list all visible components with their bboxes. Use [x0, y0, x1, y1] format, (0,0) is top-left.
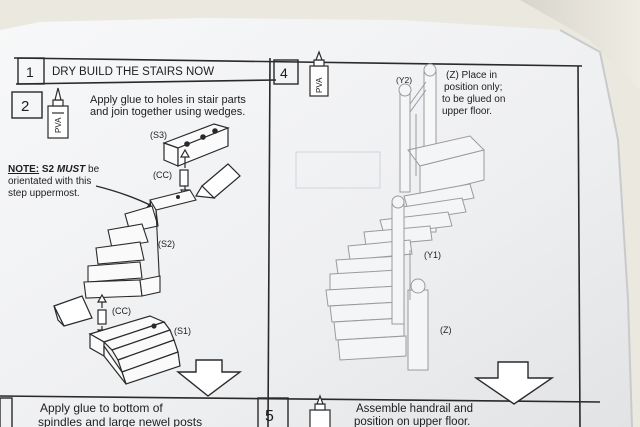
faint-stamp	[295, 151, 381, 189]
note-must: MUST	[57, 164, 86, 175]
wedge-bottom	[53, 295, 93, 327]
number-boxes	[0, 57, 299, 427]
step4-number: 4	[280, 65, 288, 81]
stair-part-s2	[83, 189, 197, 299]
note-prefix: NOTE:	[8, 164, 39, 175]
step2-glue-label: PVA	[54, 117, 63, 133]
background-corner	[520, 0, 640, 90]
label-y2: (Y2)	[396, 75, 412, 85]
dowel-cc-top	[179, 169, 189, 187]
glue-nozzle-icon	[195, 163, 241, 199]
step3-partial-line2: spindles and large newel posts	[38, 415, 202, 427]
label-z: (Z)	[440, 325, 452, 335]
step4-glue-label: PVA	[315, 77, 324, 93]
assembled-staircase	[325, 63, 485, 371]
glue-bottle-icon-step5	[309, 394, 331, 427]
step2-line1: Apply glue to holes in stair parts	[90, 94, 246, 106]
step3-partial-line1: Apply glue to bottom of	[40, 401, 163, 415]
note-arrow	[95, 185, 153, 207]
note-line1: NOTE: S2 MUST be	[8, 164, 100, 175]
next-step-arrow-left	[176, 359, 243, 397]
step1-number: 1	[26, 64, 34, 80]
step5-number: 5	[265, 408, 274, 425]
step4-line1: (Z) Place in	[446, 70, 497, 81]
step2-line2: and join together using wedges.	[90, 106, 245, 118]
note-rest: be	[85, 164, 99, 175]
stair-hole	[176, 195, 180, 199]
step4-line3: to be glued on	[442, 94, 505, 105]
stair-part-s3	[162, 123, 230, 167]
step2-number: 2	[21, 98, 29, 115]
label-cc-bottom: (CC)	[112, 306, 131, 316]
glue-bottle-icon	[47, 87, 69, 139]
step5-line1: Assemble handrail and	[356, 403, 473, 415]
label-s1: (S1)	[174, 326, 191, 336]
step5-line2: position on upper floor.	[354, 416, 470, 427]
step4-line4: upper floor.	[442, 106, 492, 117]
step1-title: DRY BUILD THE STAIRS NOW	[52, 66, 214, 78]
next-step-arrow-right	[473, 361, 555, 405]
paper-fold-shadow	[559, 29, 633, 427]
note-part: S2	[39, 164, 57, 175]
note-line3: step uppermost.	[8, 188, 80, 199]
label-s2: (S2)	[158, 239, 175, 249]
step4-line2: position only;	[444, 82, 502, 93]
stair-part-s1	[88, 315, 181, 385]
label-cc-top: (CC)	[153, 170, 172, 180]
label-y1: (Y1)	[424, 250, 441, 260]
label-s3: (S3)	[150, 130, 167, 140]
note-line2: orientated with this	[8, 176, 91, 187]
glue-bottle-icon-step4	[309, 50, 329, 97]
